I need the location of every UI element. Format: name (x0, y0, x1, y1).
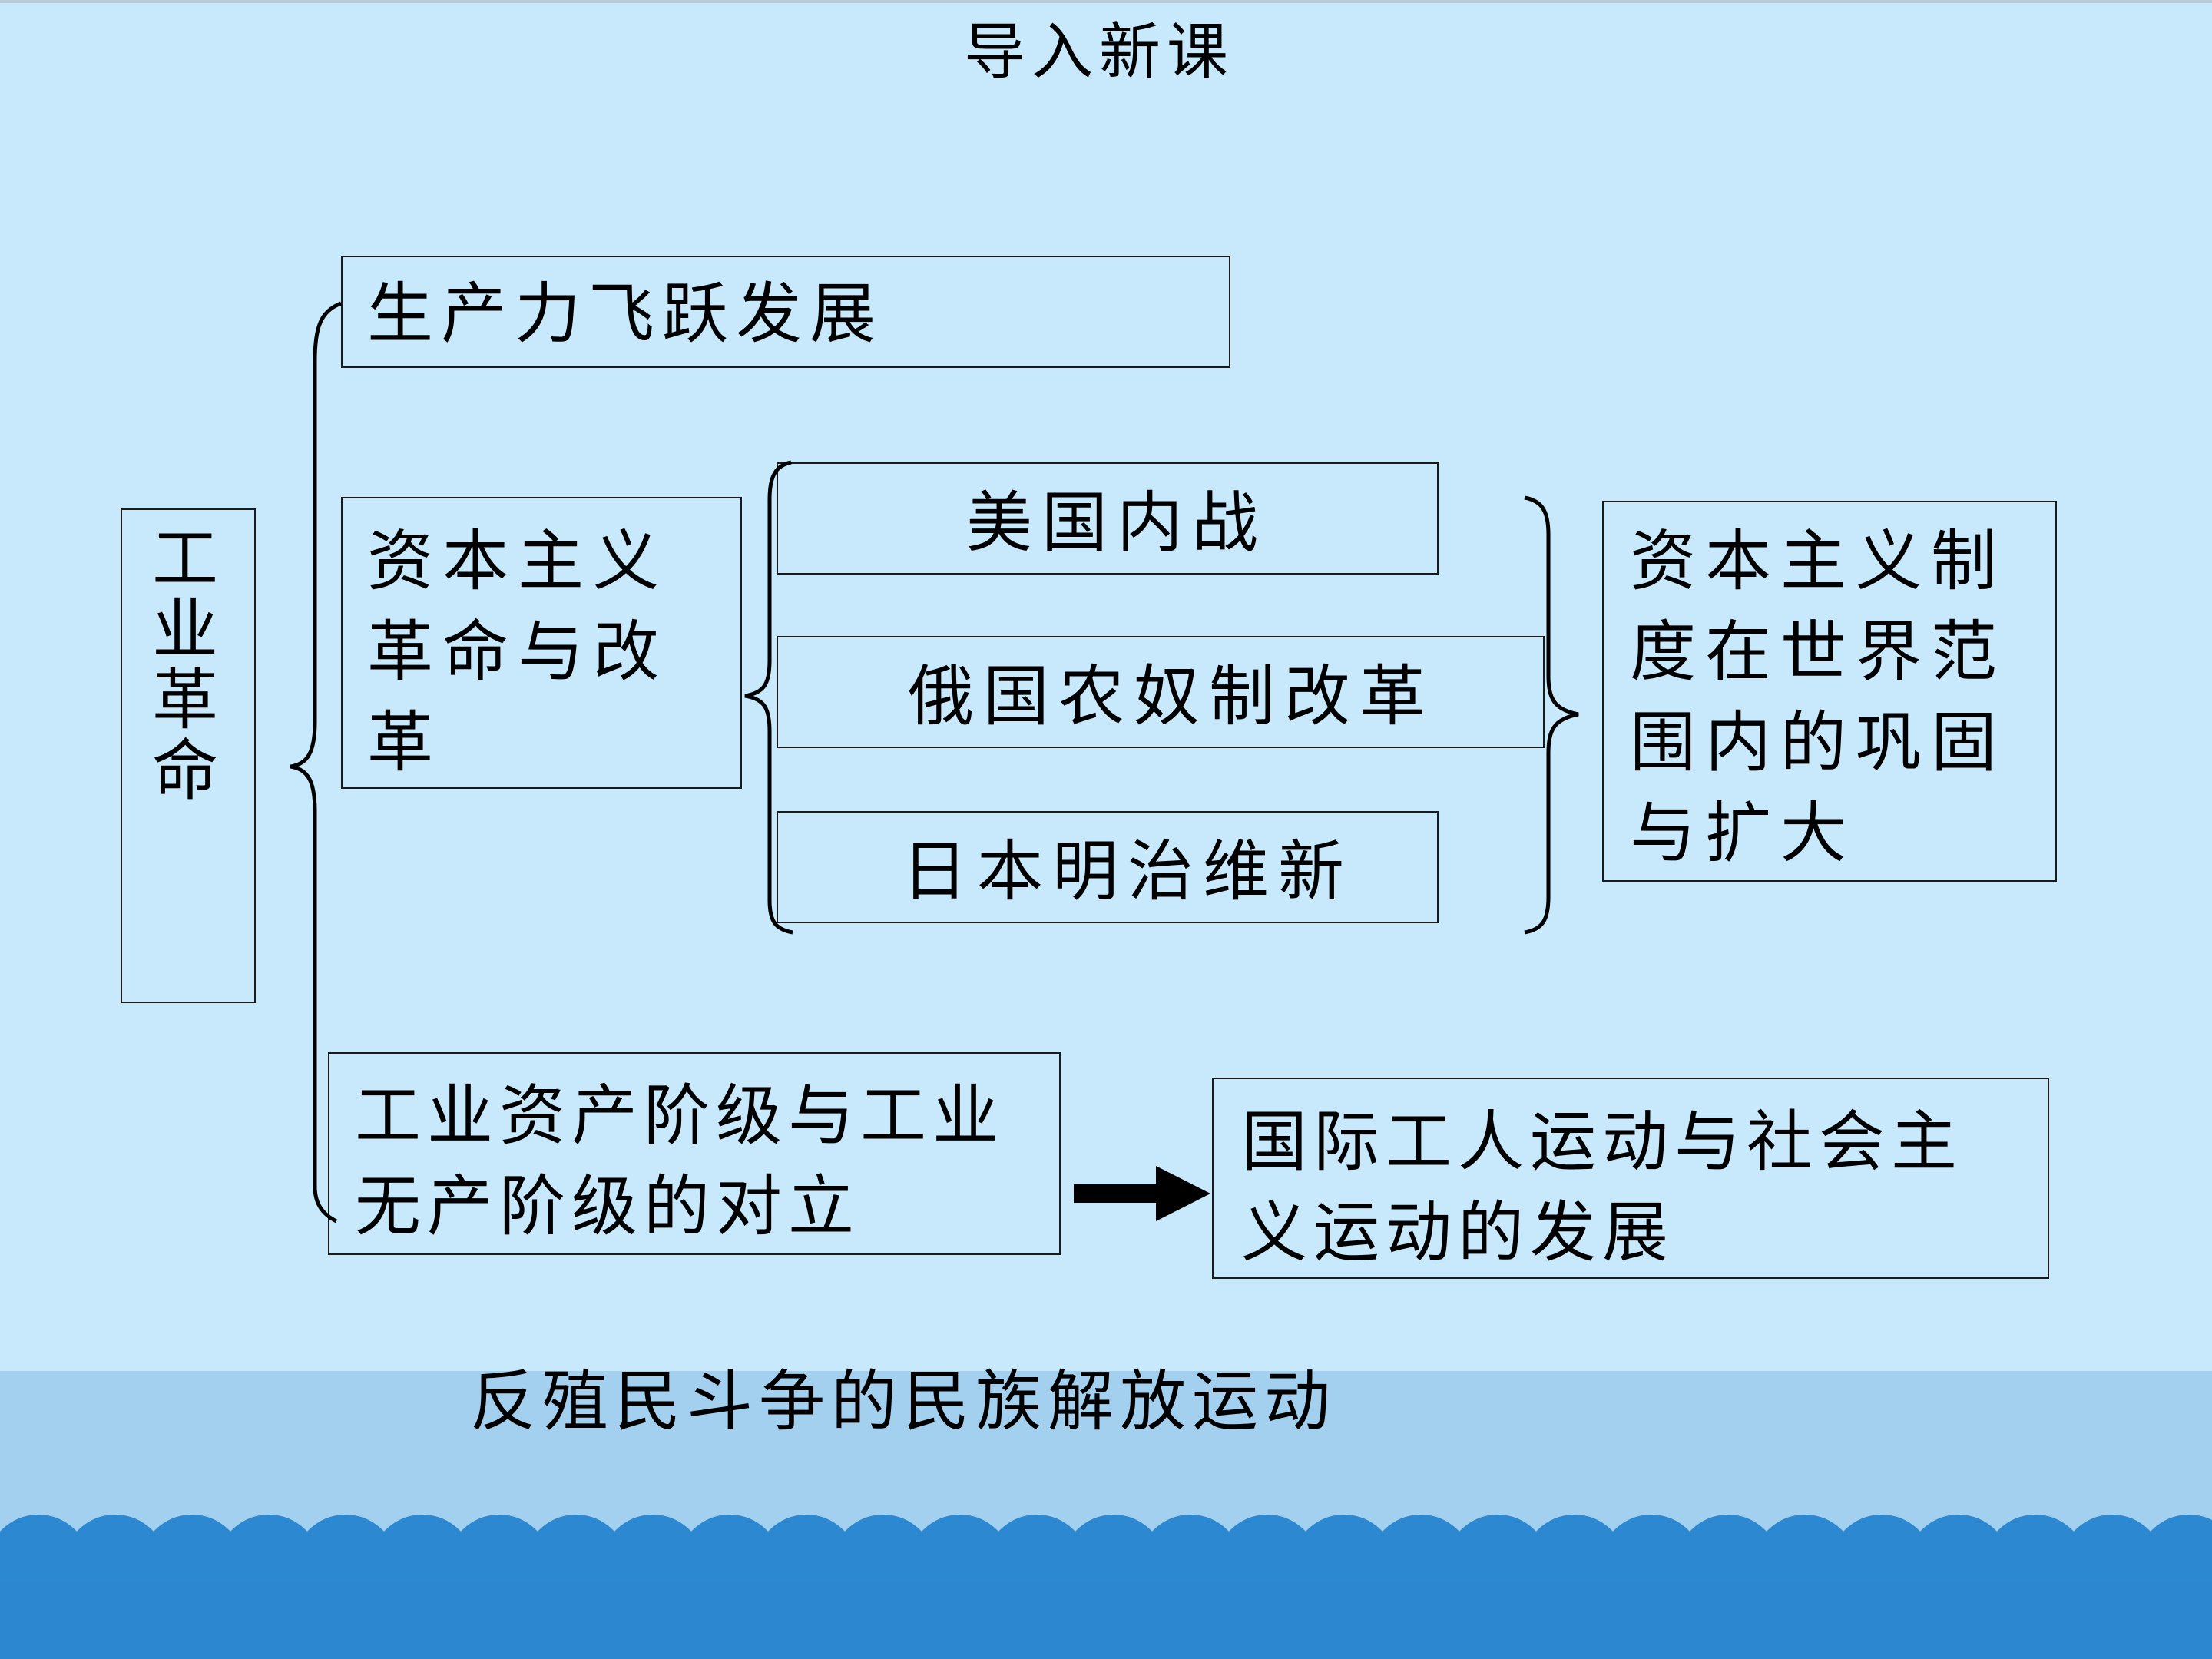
box-american-civil-war (777, 462, 1439, 575)
root-char: 工 (152, 521, 218, 598)
right-brace-revolutions (1524, 495, 1579, 935)
root-char: 业 (152, 591, 218, 668)
top-border-line (0, 0, 2212, 3)
label-capitalism-consolidation: 资本主义制度在世界范围内的巩固与扩大 (1630, 523, 2006, 872)
wave-decoration (0, 1482, 2212, 1659)
label-national-liberation: 反殖民斗争的民族解放运动 (470, 1363, 1336, 1440)
label-productivity: 生产力飞跃发展 (367, 276, 883, 353)
box-capitalist-revolution (341, 497, 742, 789)
root-label-industrial-revolution: 工 业 革 命 (151, 524, 220, 806)
box-workers-movement (1212, 1078, 2049, 1279)
label-workers-movement: 国际工人运动与社会主义运动的发展 (1241, 1104, 1963, 1271)
arrow-head-icon (1156, 1166, 1210, 1221)
label-class-opposition: 工业资产阶级与工业无产阶级的对立 (355, 1078, 1005, 1245)
label-russian-serf-reform: 俄国农奴制改革 (908, 658, 1435, 735)
root-char: 革 (152, 662, 218, 739)
box-capitalism-consolidation (1602, 501, 2057, 882)
label-meiji-restoration: 日本明治维新 (902, 833, 1353, 910)
slide-title: 导入新课 (964, 16, 1234, 88)
left-brace-revolutions (744, 460, 793, 935)
root-char: 命 (152, 733, 218, 810)
arrow-shaft (1074, 1184, 1158, 1203)
label-capitalist-revolution: 资本主义革命与改革 (367, 523, 668, 781)
left-brace-main (290, 301, 342, 1224)
box-meiji-restoration (777, 811, 1439, 923)
label-american-civil-war: 美国内战 (966, 485, 1267, 561)
box-class-opposition (328, 1052, 1061, 1255)
box-productivity (341, 256, 1230, 368)
box-russian-serf-reform (777, 636, 1545, 748)
root-box-industrial-revolution (121, 508, 256, 1003)
